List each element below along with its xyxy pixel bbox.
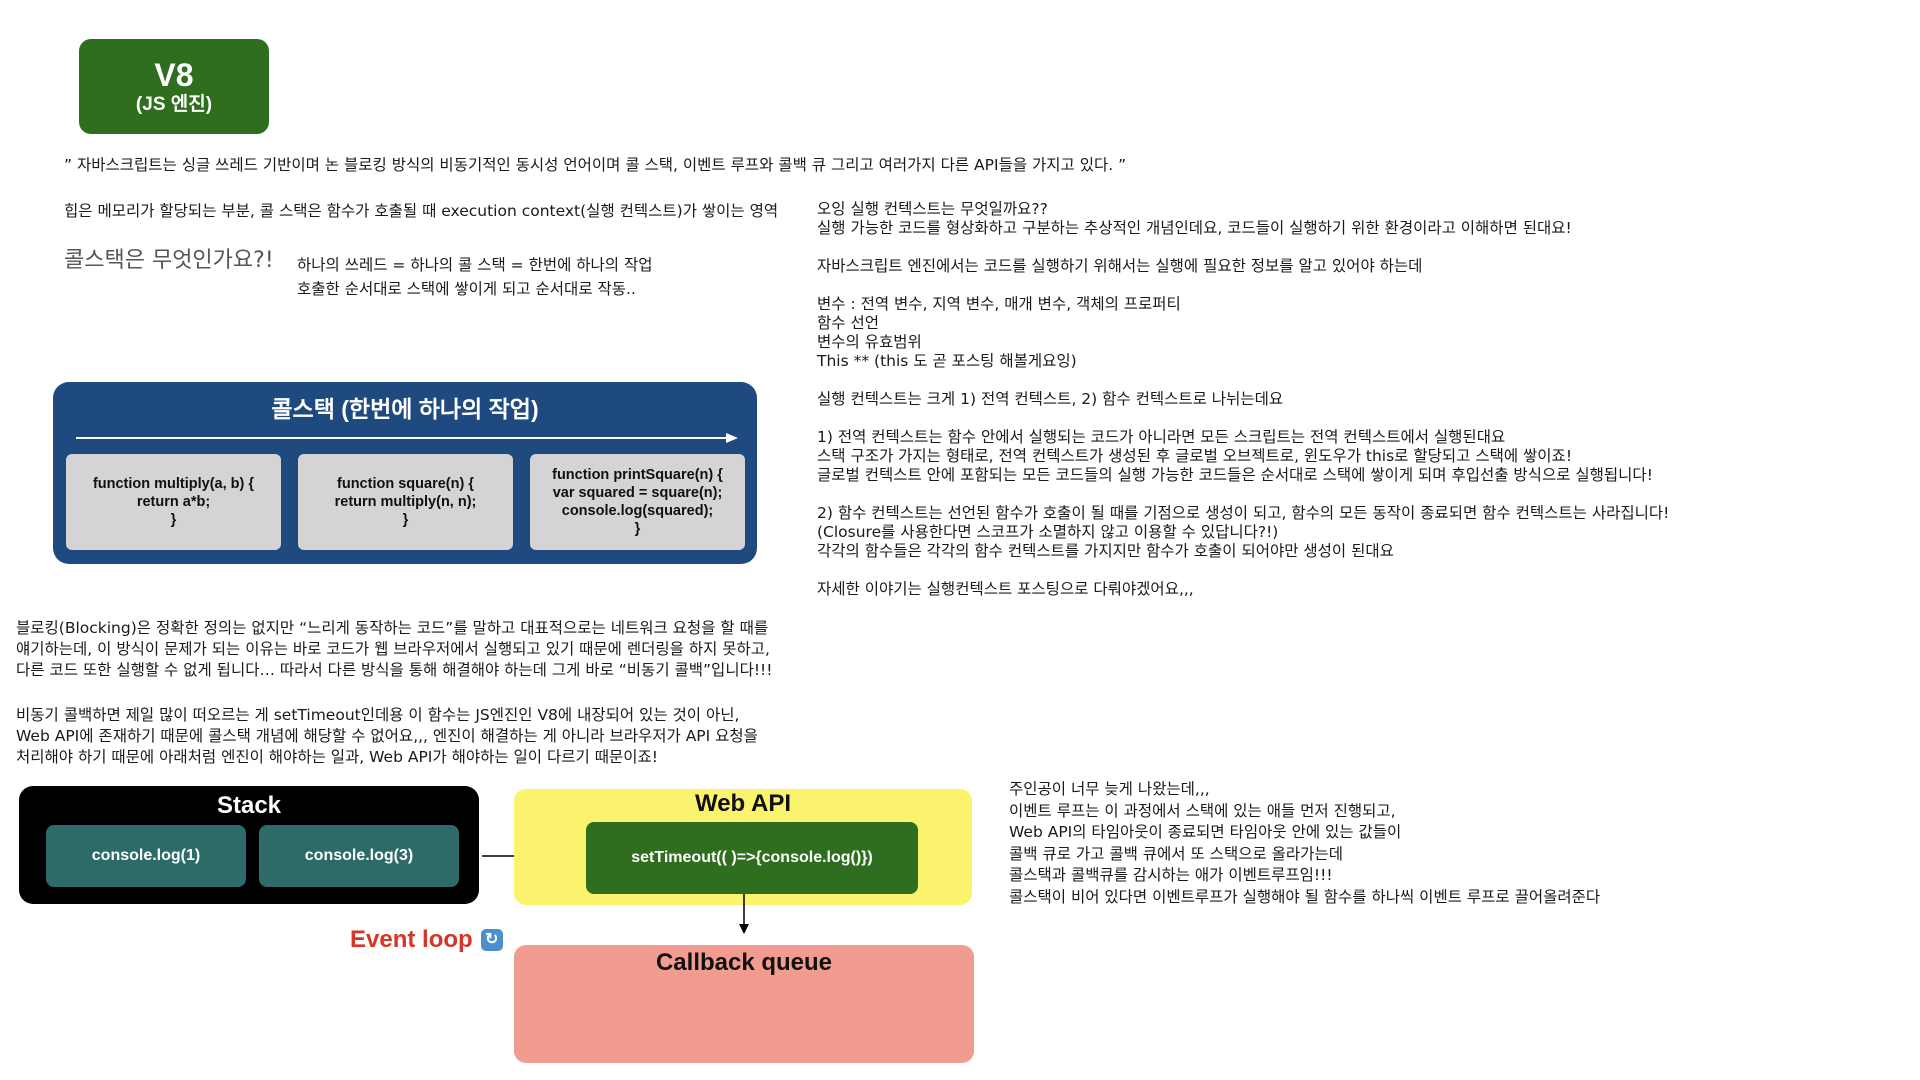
context-line: 변수의 유효범위: [817, 333, 922, 351]
settimeout-item: setTimeout(( )=>{console.log()}): [586, 822, 918, 894]
blocking-text: 블로킹(Blocking)은 정확한 정의는 없지만 “느리게 동작하는 코드”…: [16, 618, 772, 681]
context-line: This ** (this 도 곧 포스팅 해볼게요잉): [817, 352, 1077, 370]
stack-item-console-log-3: console.log(3): [259, 825, 459, 887]
v8-title: V8: [154, 56, 194, 93]
context-line: [817, 560, 1669, 579]
context-line: [817, 484, 1669, 503]
repeat-icon: ↻: [480, 929, 503, 951]
eventloop-line: 콜스택과 콜백큐를 감시하는 애가 이벤트루프임!!!: [1009, 866, 1333, 884]
context-line: 각각의 함수들은 각각의 함수 컨텍스트를 가지지만 함수가 호출이 되어야만 …: [817, 542, 1394, 560]
callstack-card-printsquare: function printSquare(n) { var squared = …: [530, 454, 745, 550]
callstack-answer-line-1: 하나의 쓰레드 = 하나의 콜 스택 = 한번에 하나의 작업: [297, 256, 653, 274]
event-loop-label: Event loop ↻: [350, 925, 503, 955]
blocking-line: 얘기하는데, 이 방식이 문제가 되는 이유는 바로 코드가 웹 브라우저에서 …: [16, 640, 770, 658]
intro-quote: ” 자바스크립트는 싱글 쓰레드 기반이며 논 블로킹 방식의 비동기적인 동시…: [64, 156, 1127, 174]
context-line: 자바스크립트 엔진에서는 코드를 실행하기 위해서는 실행에 필요한 정보를 알…: [817, 257, 1423, 275]
heap-definition: 힙은 메모리가 할당되는 부분, 콜 스택은 함수가 호출될 때 executi…: [64, 202, 779, 220]
eventloop-line: 콜스택이 비어 있다면 이벤트루프가 실행해야 될 함수를 하나씩 이벤트 루프…: [1009, 887, 1601, 906]
context-line: 함수 선언: [817, 314, 879, 332]
context-line: [817, 275, 1669, 294]
stack-title: Stack: [216, 792, 282, 819]
async-line: 비동기 콜백하면 제일 많이 떠오르는 게 setTimeout인데용 이 함수…: [16, 706, 740, 724]
async-callback-text: 비동기 콜백하면 제일 많이 떠오르는 게 setTimeout인데용 이 함수…: [16, 705, 758, 768]
webapi-to-callback-arrow: [739, 894, 749, 934]
blocking-line: 블로킹(Blocking)은 정확한 정의는 없지만 “느리게 동작하는 코드”…: [16, 619, 769, 637]
callback-queue-title: Callback queue: [655, 949, 833, 976]
async-line: Web API에 존재하기 때문에 콜스택 개념에 해당할 수 없어요,,, 엔…: [16, 727, 758, 745]
eventloop-line: Web API의 타임아웃이 종료되면 타임아웃 안에 있는 값들이: [1009, 823, 1402, 841]
callstack-card-square: function square(n) { return multiply(n, …: [298, 454, 513, 550]
callback-queue-box: [514, 945, 974, 1063]
event-loop-text-block: 주인공이 너무 늦게 나왔는데,,, 이벤트 루프는 이 과정에서 스택에 있는…: [1009, 779, 1600, 908]
event-loop-text: Event loop: [350, 926, 473, 953]
context-line: [817, 408, 1669, 427]
callstack-diagram-title: 콜스택 (한번에 하나의 작업): [271, 396, 539, 422]
eventloop-line: 이벤트 루프는 이 과정에서 스택에 있는 애들 먼저 진행되고,: [1009, 801, 1396, 820]
webapi-title: Web API: [694, 790, 791, 817]
callstack-direction-arrow: [76, 433, 738, 443]
context-line: 글로벌 컨텍스트 안에 포함되는 모든 코드들의 실행 가능한 코드들은 순서대…: [817, 466, 1653, 484]
async-line: 처리해야 하기 때문에 아래처럼 엔진이 해야하는 일과, Web API가 해…: [16, 748, 658, 766]
context-line: 실행 가능한 코드를 형상화하고 구분하는 추상적인 개념인데요, 코드들이 실…: [817, 219, 1572, 237]
context-line: 오잉 실행 컨텍스트는 무엇일까요??: [817, 200, 1048, 218]
context-line: 2) 함수 컨텍스트는 선언된 함수가 호출이 될 때를 기점으로 생성이 되고…: [817, 504, 1670, 522]
eventloop-line: 콜백 큐로 가고 콜백 큐에서 또 스택으로 올라가는데: [1009, 844, 1343, 863]
callstack-answer-line-2: 호출한 순서대로 스택에 쌓이게 되고 순서대로 작동..: [297, 280, 636, 298]
blocking-line: 다른 코드 또한 실행할 수 없게 됩니다… 따라서 다른 방식을 통해 해결해…: [16, 661, 773, 679]
context-line: 자세한 이야기는 실행컨텍스트 포스팅으로 다뤄야겠어요,,,: [817, 580, 1194, 598]
context-line: (Closure를 사용한다면 스코프가 소멸하지 않고 이용할 수 있답니다?…: [817, 523, 1279, 541]
v8-subtitle: (JS 엔진): [135, 93, 213, 115]
context-line: 1) 전역 컨텍스트는 함수 안에서 실행되는 코드가 아니라면 모든 스크립트…: [817, 428, 1506, 446]
context-line: 실행 컨텍스트는 크게 1) 전역 컨텍스트, 2) 함수 컨텍스트로 나뉘는데…: [817, 390, 1284, 408]
v8-engine-badge: V8 (JS 엔진): [79, 39, 269, 134]
context-line: 스택 구조가 가지는 형태로, 전역 컨텍스트가 생성된 후 글로벌 오브젝트로…: [817, 447, 1573, 465]
execution-context-text: 오잉 실행 컨텍스트는 무엇일까요?? 실행 가능한 코드를 형상화하고 구분하…: [817, 199, 1669, 598]
context-line: 변수 : 전역 변수, 지역 변수, 매개 변수, 객체의 프로퍼티: [817, 295, 1181, 313]
context-line: [817, 237, 1669, 256]
callstack-card-multiply: function multiply(a, b) { return a*b; }: [66, 454, 281, 550]
stack-item-console-log-1: console.log(1): [46, 825, 246, 887]
eventloop-line: 주인공이 너무 늦게 나왔는데,,,: [1009, 780, 1210, 798]
context-line: [817, 370, 1669, 389]
callstack-question: 콜스택은 무엇인가요?!: [64, 248, 274, 273]
